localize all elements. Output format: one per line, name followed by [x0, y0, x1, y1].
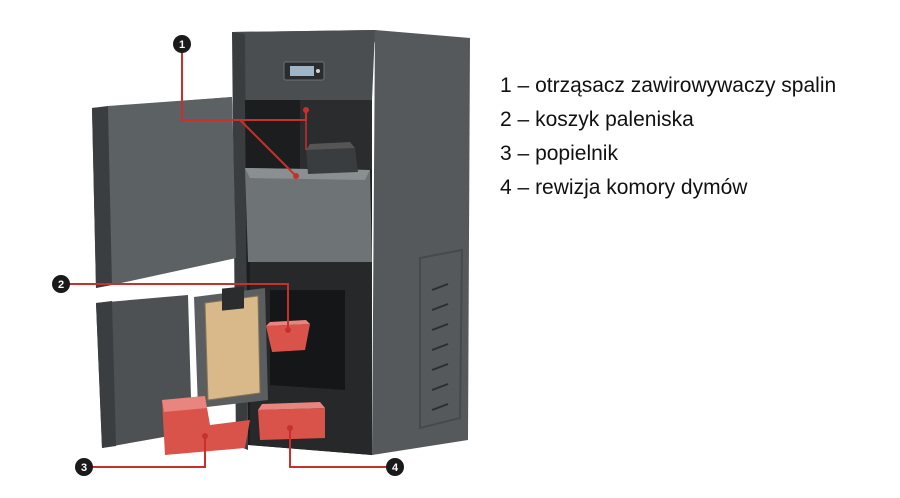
legend-num: 1 [500, 74, 512, 97]
legend-text: otrząsacz zawirowywaczy spalin [535, 74, 837, 97]
shaker-block [306, 148, 358, 174]
leader-1 [181, 44, 307, 121]
callout-badge-2: 2 [52, 275, 70, 293]
callout-badge-4: 4 [386, 458, 404, 476]
leader-lines [61, 44, 395, 468]
legend-item-2: 2 – koszyk paleniska [500, 106, 836, 140]
flue-inspection [258, 402, 325, 440]
side-vent-panel [419, 248, 464, 430]
legend-text: koszyk paleniska [535, 108, 694, 131]
hatch-window [222, 286, 244, 311]
leader-2 [61, 283, 289, 330]
legend-num: 4 [500, 176, 512, 199]
boiler-side-panel [372, 30, 470, 455]
svg-text:2: 2 [58, 279, 64, 291]
shaker-block-top [306, 142, 355, 150]
leader-4 [289, 428, 395, 468]
leader-dots [202, 107, 309, 439]
svg-text:1: 1 [179, 39, 185, 51]
leader-3 [84, 436, 206, 468]
side-vents [431, 283, 449, 411]
callout-badge-1: 1 [173, 35, 191, 53]
ash-pan [162, 396, 250, 455]
legend-num: 2 [500, 108, 512, 131]
legend-sep: – [517, 176, 530, 199]
svg-text:3: 3 [81, 462, 87, 474]
leader-1b [239, 119, 297, 177]
legend-item-3: 3 – popielnik [500, 140, 836, 174]
legend: 1 – otrząsacz zawirowywaczy spalin 2 – k… [500, 72, 836, 208]
upper-door [92, 97, 236, 288]
legend-num: 3 [500, 142, 512, 165]
legend-text: rewizja komory dymów [535, 176, 748, 199]
legend-sep: – [517, 108, 530, 131]
legend-text: popielnik [535, 142, 618, 165]
legend-sep: – [517, 142, 530, 165]
legend-item-1: 1 – otrząsacz zawirowywaczy spalin [500, 72, 836, 106]
legend-item-4: 4 – rewizja komory dymów [500, 174, 836, 208]
callout-badge-3: 3 [75, 458, 93, 476]
insulation-panel [204, 295, 261, 401]
legend-sep: – [517, 74, 530, 97]
boiler-body [232, 30, 470, 455]
inner-hatch [194, 286, 268, 408]
svg-text:4: 4 [392, 462, 399, 474]
turbulator-cover [245, 168, 372, 262]
display-panel-icon [283, 61, 325, 81]
